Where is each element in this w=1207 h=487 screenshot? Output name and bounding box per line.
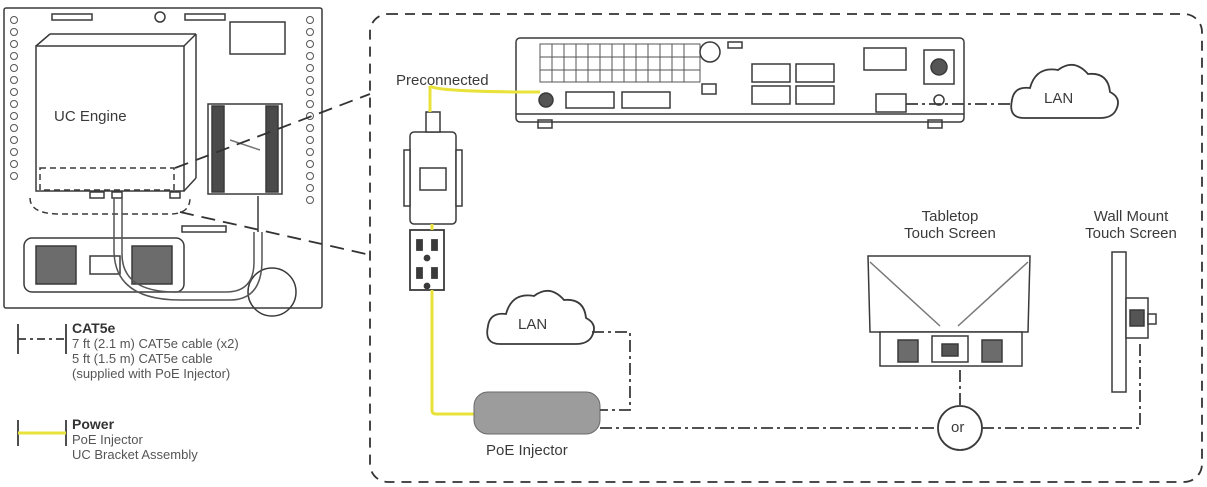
legend-power-line: PoE Injector bbox=[72, 432, 143, 447]
lan-label-top: LAN bbox=[1044, 90, 1074, 107]
legend-power-title: Power bbox=[72, 416, 115, 432]
lan-cloud-top bbox=[1010, 64, 1119, 119]
wallmount-label-line2: Touch Screen bbox=[1085, 225, 1177, 242]
tabletop-touch-screen bbox=[867, 255, 1031, 367]
or-circle bbox=[937, 405, 983, 451]
legend-cat5e: CAT5e 7 ft (2.1 m) CAT5e cable (x2) 5 ft… bbox=[72, 320, 239, 381]
wallmount-label-line1: Wall Mount bbox=[1093, 208, 1169, 225]
or-label: or bbox=[951, 419, 965, 436]
uc-bracket-assembly bbox=[3, 7, 323, 317]
cat5e-cables bbox=[592, 103, 1141, 429]
power-wires bbox=[428, 84, 541, 416]
tabletop-label: Tabletop Touch Screen bbox=[895, 208, 1005, 242]
legend-cat5e-title: CAT5e bbox=[72, 320, 116, 336]
poe-injector-device bbox=[473, 391, 601, 435]
zoom-lines bbox=[174, 93, 371, 255]
wall-mount-touch-screen bbox=[1111, 251, 1157, 393]
legend-power-symbol bbox=[17, 420, 67, 446]
legend-cat5e-symbol bbox=[17, 324, 67, 354]
detail-frame bbox=[369, 13, 1203, 483]
lan-label-mid: LAN bbox=[518, 316, 548, 333]
legend-power-line: UC Bracket Assembly bbox=[72, 447, 198, 462]
legend-cat5e-line: 7 ft (2.1 m) CAT5e cable (x2) bbox=[72, 336, 239, 351]
wallmount-label: Wall Mount Touch Screen bbox=[1076, 208, 1186, 242]
wall-outlet bbox=[409, 229, 445, 291]
uc-engine-label: UC Engine bbox=[54, 108, 127, 125]
legend-cat5e-line: (supplied with PoE Injector) bbox=[72, 366, 231, 381]
uc-engine-rear-panel bbox=[515, 37, 965, 129]
tabletop-label-line1: Tabletop bbox=[921, 208, 979, 225]
legend-power: Power PoE Injector UC Bracket Assembly bbox=[72, 416, 198, 462]
lan-cloud-mid bbox=[486, 290, 595, 345]
preconnected-label: Preconnected bbox=[396, 72, 489, 89]
power-supply bbox=[403, 111, 463, 225]
poe-injector-label: PoE Injector bbox=[486, 442, 568, 459]
tabletop-label-line2: Touch Screen bbox=[904, 225, 996, 242]
legend-cat5e-line: 5 ft (1.5 m) CAT5e cable bbox=[72, 351, 213, 366]
